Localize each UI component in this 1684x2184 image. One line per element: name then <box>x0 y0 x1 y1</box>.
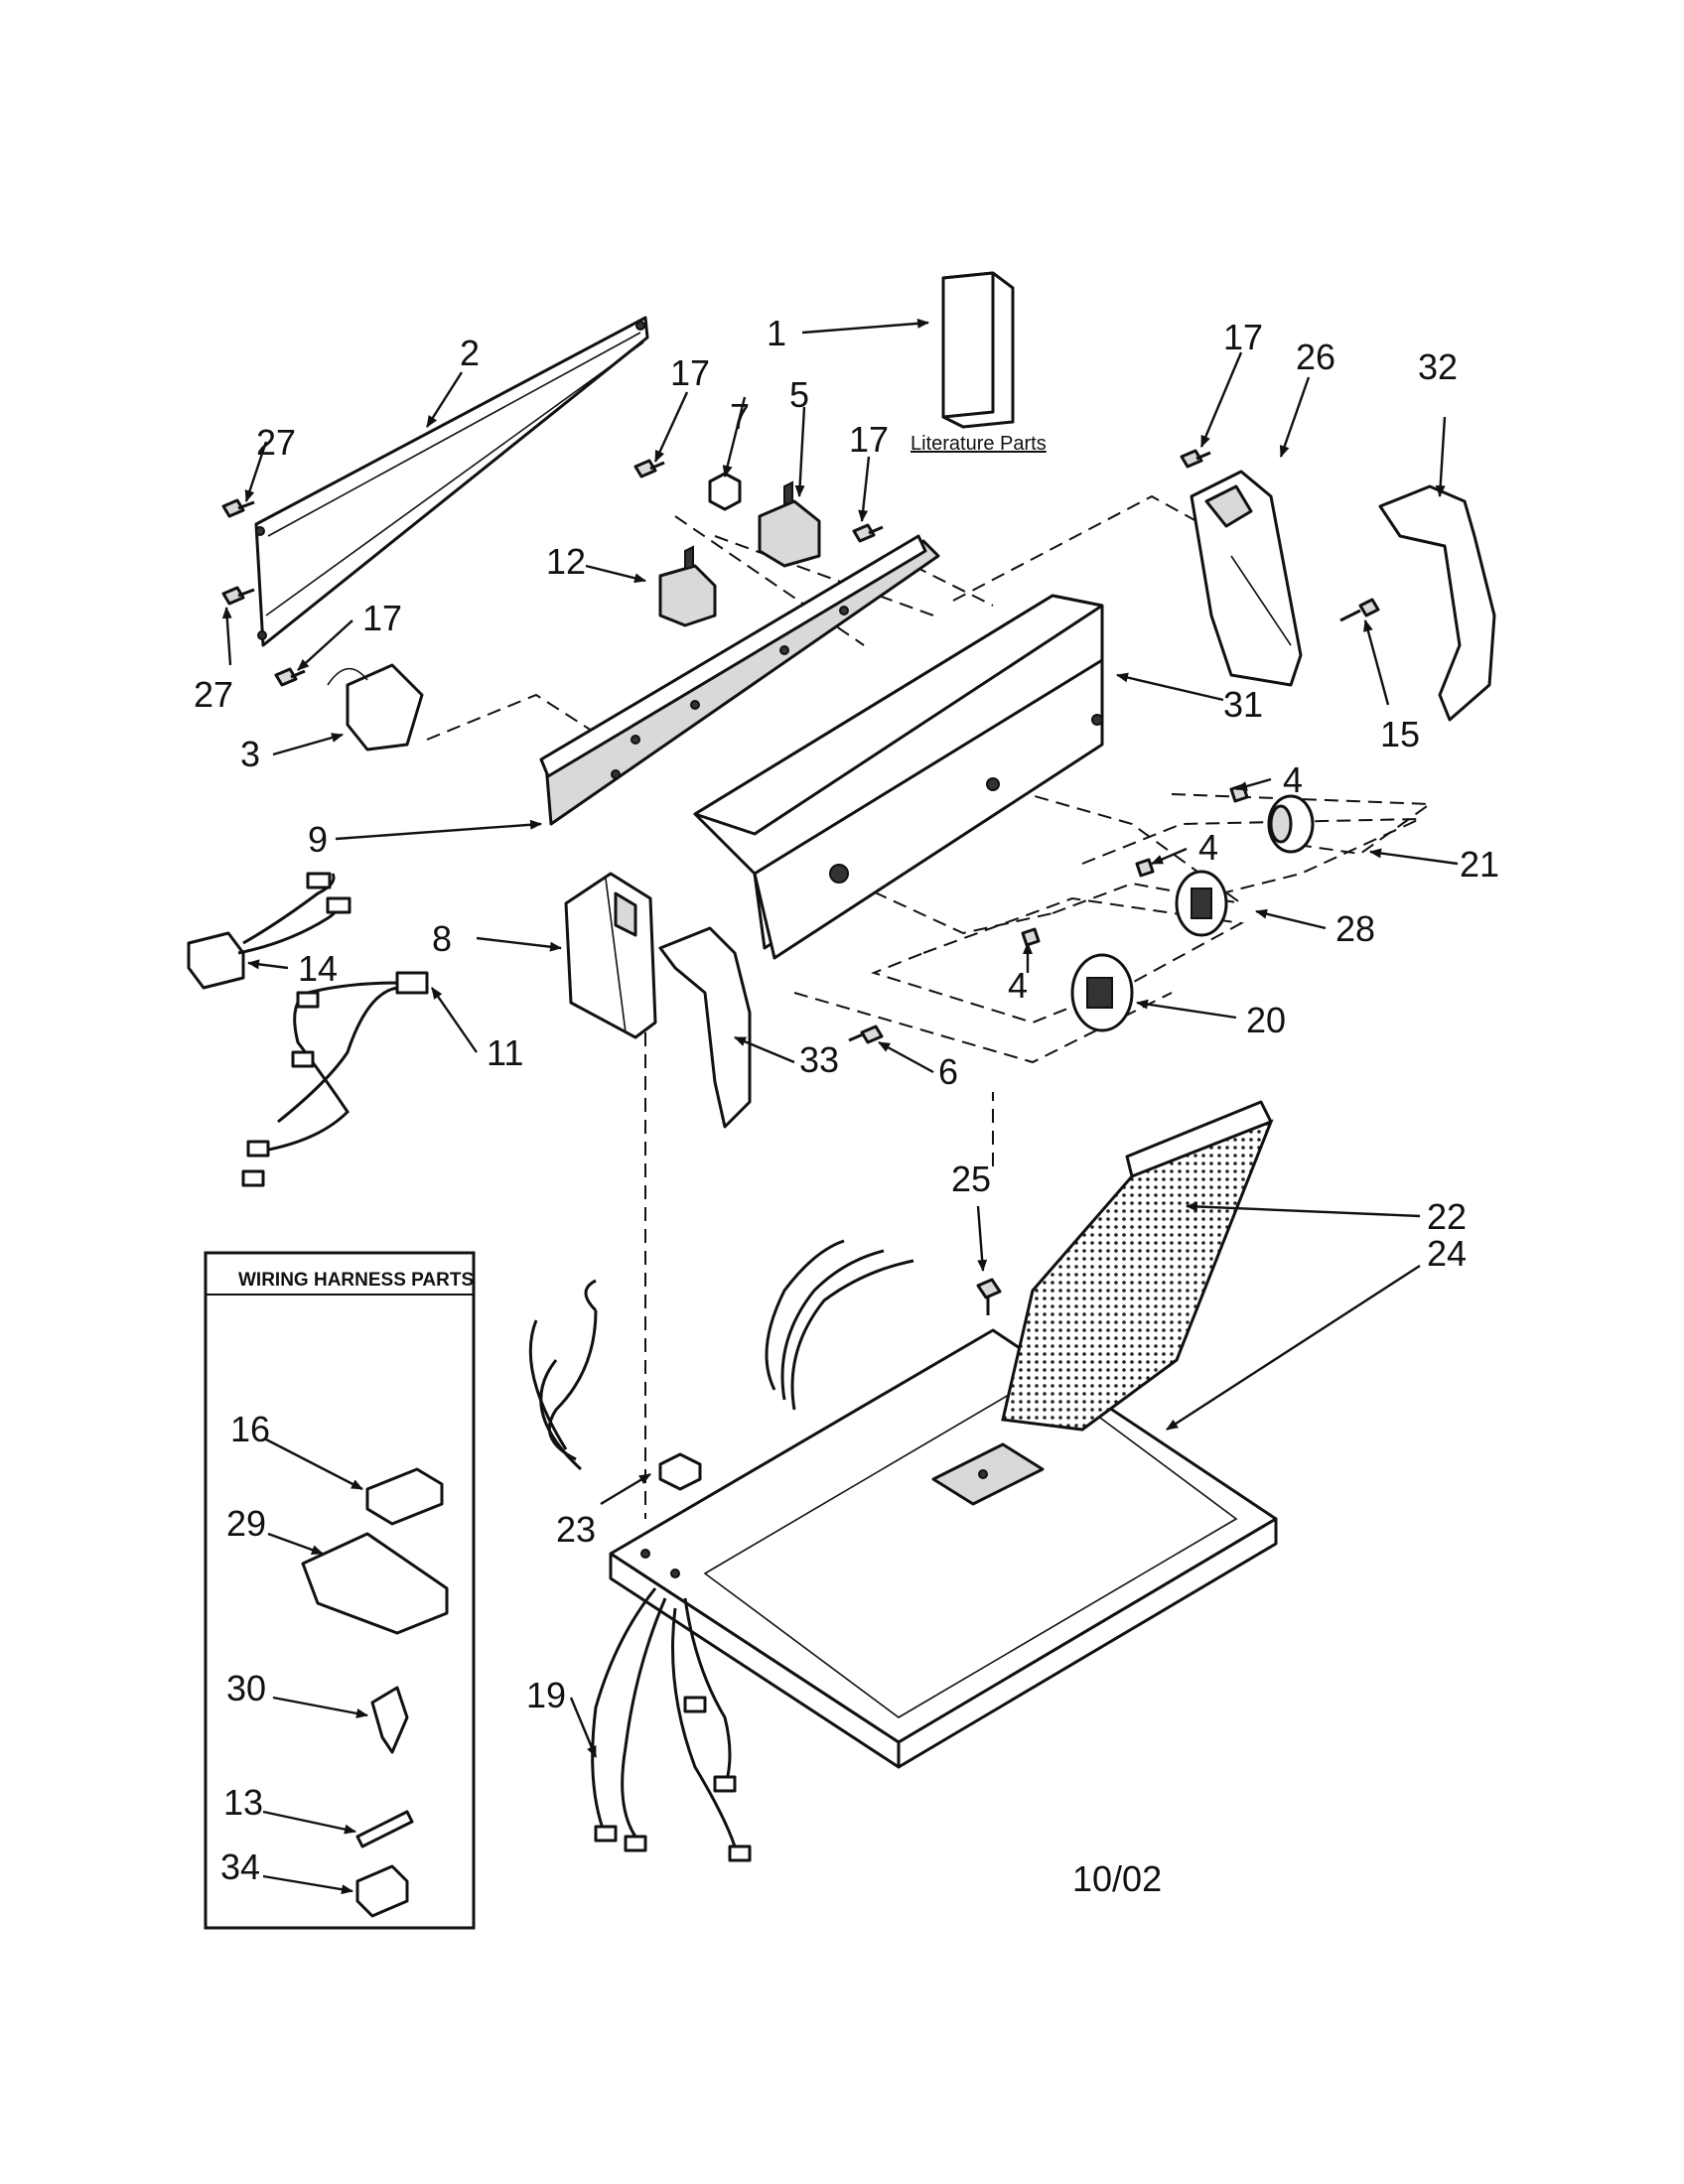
label-16: 16 <box>230 1409 270 1449</box>
part-2-rear-panel <box>254 316 649 647</box>
part-14-harness <box>187 872 351 990</box>
label-15: 15 <box>1380 714 1420 754</box>
part-number-labels: 1 2 27 27 17 7 5 17 12 17 3 9 8 14 11 33… <box>194 313 1499 1899</box>
label-32: 32 <box>1418 346 1458 387</box>
label-29: 29 <box>226 1503 266 1544</box>
label-25: 25 <box>951 1159 991 1199</box>
label-17-c: 17 <box>362 598 402 638</box>
part-33-left-endcap-trim <box>658 926 752 1129</box>
knobs-assembly <box>1021 783 1315 1032</box>
part-15-screw <box>1339 598 1380 622</box>
label-5: 5 <box>789 374 809 415</box>
label-4-a: 4 <box>1283 759 1303 800</box>
label-27-top: 27 <box>256 422 296 463</box>
part-31-console <box>693 594 1104 960</box>
literature-parts-caption: Literature Parts <box>911 433 1047 455</box>
label-11: 11 <box>487 1032 523 1073</box>
label-28: 28 <box>1335 908 1375 949</box>
part-6-screw <box>848 1024 884 1044</box>
label-24: 24 <box>1427 1233 1467 1274</box>
part-32-right-endcap-trim <box>1378 484 1496 722</box>
label-17-a: 17 <box>670 352 710 393</box>
label-21: 21 <box>1460 844 1499 885</box>
part-19-main-harness <box>528 1239 914 1862</box>
part-30-clip <box>370 1686 409 1754</box>
label-13: 13 <box>223 1782 263 1823</box>
part-24-top-panel <box>609 1328 1278 1769</box>
part-26-right-end-cap <box>1190 470 1303 687</box>
part-13-terminal <box>355 1810 414 1848</box>
label-19: 19 <box>526 1675 566 1715</box>
label-22: 22 <box>1427 1196 1467 1237</box>
label-9: 9 <box>308 819 328 860</box>
label-6: 6 <box>938 1051 958 1092</box>
label-2: 2 <box>460 333 480 373</box>
part-16-connector <box>365 1467 444 1526</box>
part-11-harness <box>241 971 429 1187</box>
label-30: 30 <box>226 1668 266 1708</box>
wiring-harness-title: WIRING HARNESS PARTS <box>238 1270 474 1291</box>
wiring-harness-parts-box: WIRING HARNESS PARTS <box>204 1251 476 1930</box>
part-23-grommet <box>658 1452 702 1491</box>
label-20: 20 <box>1246 1000 1286 1040</box>
part-17-screws <box>274 449 1211 687</box>
part-22-lint-screen <box>1001 1100 1274 1432</box>
part-12-switch <box>658 545 717 627</box>
label-17-b: 17 <box>849 419 889 460</box>
leader-arrows <box>221 318 1459 1895</box>
label-8: 8 <box>432 918 452 959</box>
label-3: 3 <box>240 734 260 774</box>
part-29-connector <box>301 1532 449 1635</box>
label-7: 7 <box>730 396 750 437</box>
label-4-c: 4 <box>1008 965 1028 1006</box>
part-27-screws <box>221 498 255 606</box>
label-1: 1 <box>767 313 786 353</box>
part-9-console-backplate <box>539 534 940 826</box>
label-23: 23 <box>556 1509 596 1550</box>
label-33: 33 <box>799 1039 839 1080</box>
part-8-left-end-cap <box>564 872 657 1039</box>
date-code: 10/02 <box>1072 1858 1162 1899</box>
label-31: 31 <box>1223 684 1263 725</box>
label-26: 26 <box>1296 337 1335 377</box>
literature-parts-booklet: Literature Parts <box>911 271 1047 455</box>
label-34: 34 <box>220 1846 260 1887</box>
part-34-connector <box>355 1864 409 1918</box>
label-27-bottom: 27 <box>194 674 233 715</box>
label-14: 14 <box>298 948 338 989</box>
label-12: 12 <box>546 541 586 582</box>
part-5-switch <box>758 480 821 568</box>
label-17-d: 17 <box>1223 317 1263 357</box>
part-25-screw <box>976 1278 1002 1315</box>
part-3-timer <box>327 663 424 751</box>
label-4-b: 4 <box>1198 827 1218 868</box>
part-7-clip <box>708 472 742 511</box>
